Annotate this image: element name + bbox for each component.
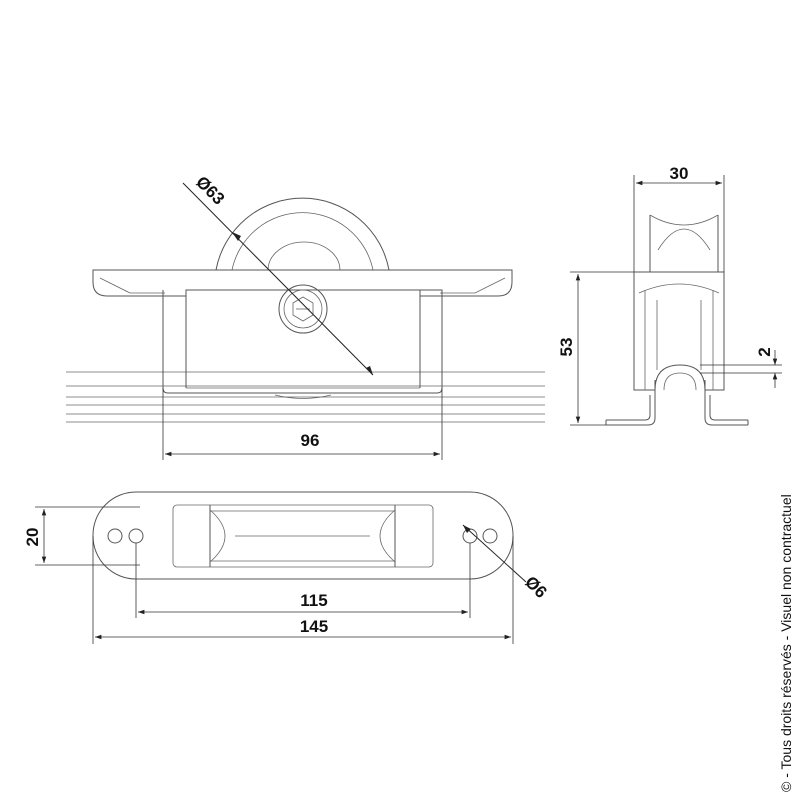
wheel-diameter-label: Ø63 <box>192 172 228 208</box>
side-height-dimension <box>570 271 634 426</box>
roller-body <box>162 289 443 394</box>
axle-nut <box>278 284 328 334</box>
hole-left-inner <box>128 528 144 544</box>
rail-profile <box>66 371 545 423</box>
mounting-plate <box>92 491 514 580</box>
side-width-dimension <box>633 175 725 272</box>
plate-height-label: 20 <box>23 528 42 547</box>
side-width-label: 30 <box>670 164 689 183</box>
copyright-notice: © - Tous droits réservés - Visuel non co… <box>778 494 794 792</box>
side-bracket <box>605 390 749 426</box>
hole-right-outer <box>482 528 498 544</box>
front-view: Ø63 96 <box>66 172 545 460</box>
wheel-slot <box>209 505 396 567</box>
side-view: 30 53 2 <box>557 164 782 426</box>
plate-height-dimension <box>35 506 140 566</box>
hole-spacing-dimension <box>135 543 471 618</box>
groove-label: 2 <box>755 347 774 356</box>
plate-length-label: 145 <box>300 617 328 636</box>
hole-left-outer <box>107 528 123 544</box>
body-width-dimension <box>162 388 443 460</box>
groove-dimension <box>700 350 782 388</box>
hole-spacing-label: 115 <box>300 591 327 610</box>
flange-plate <box>92 269 513 297</box>
hole-diameter-label: Ø6 <box>521 572 550 601</box>
wheel-diameter-leader <box>182 182 374 376</box>
hole-diameter-leader <box>462 524 527 583</box>
side-height-label: 53 <box>557 338 576 357</box>
body-width-label: 96 <box>301 431 320 450</box>
top-view: Ø6 20 115 145 <box>23 491 551 644</box>
plate-length-dimension <box>92 536 514 644</box>
wheel <box>215 197 390 399</box>
